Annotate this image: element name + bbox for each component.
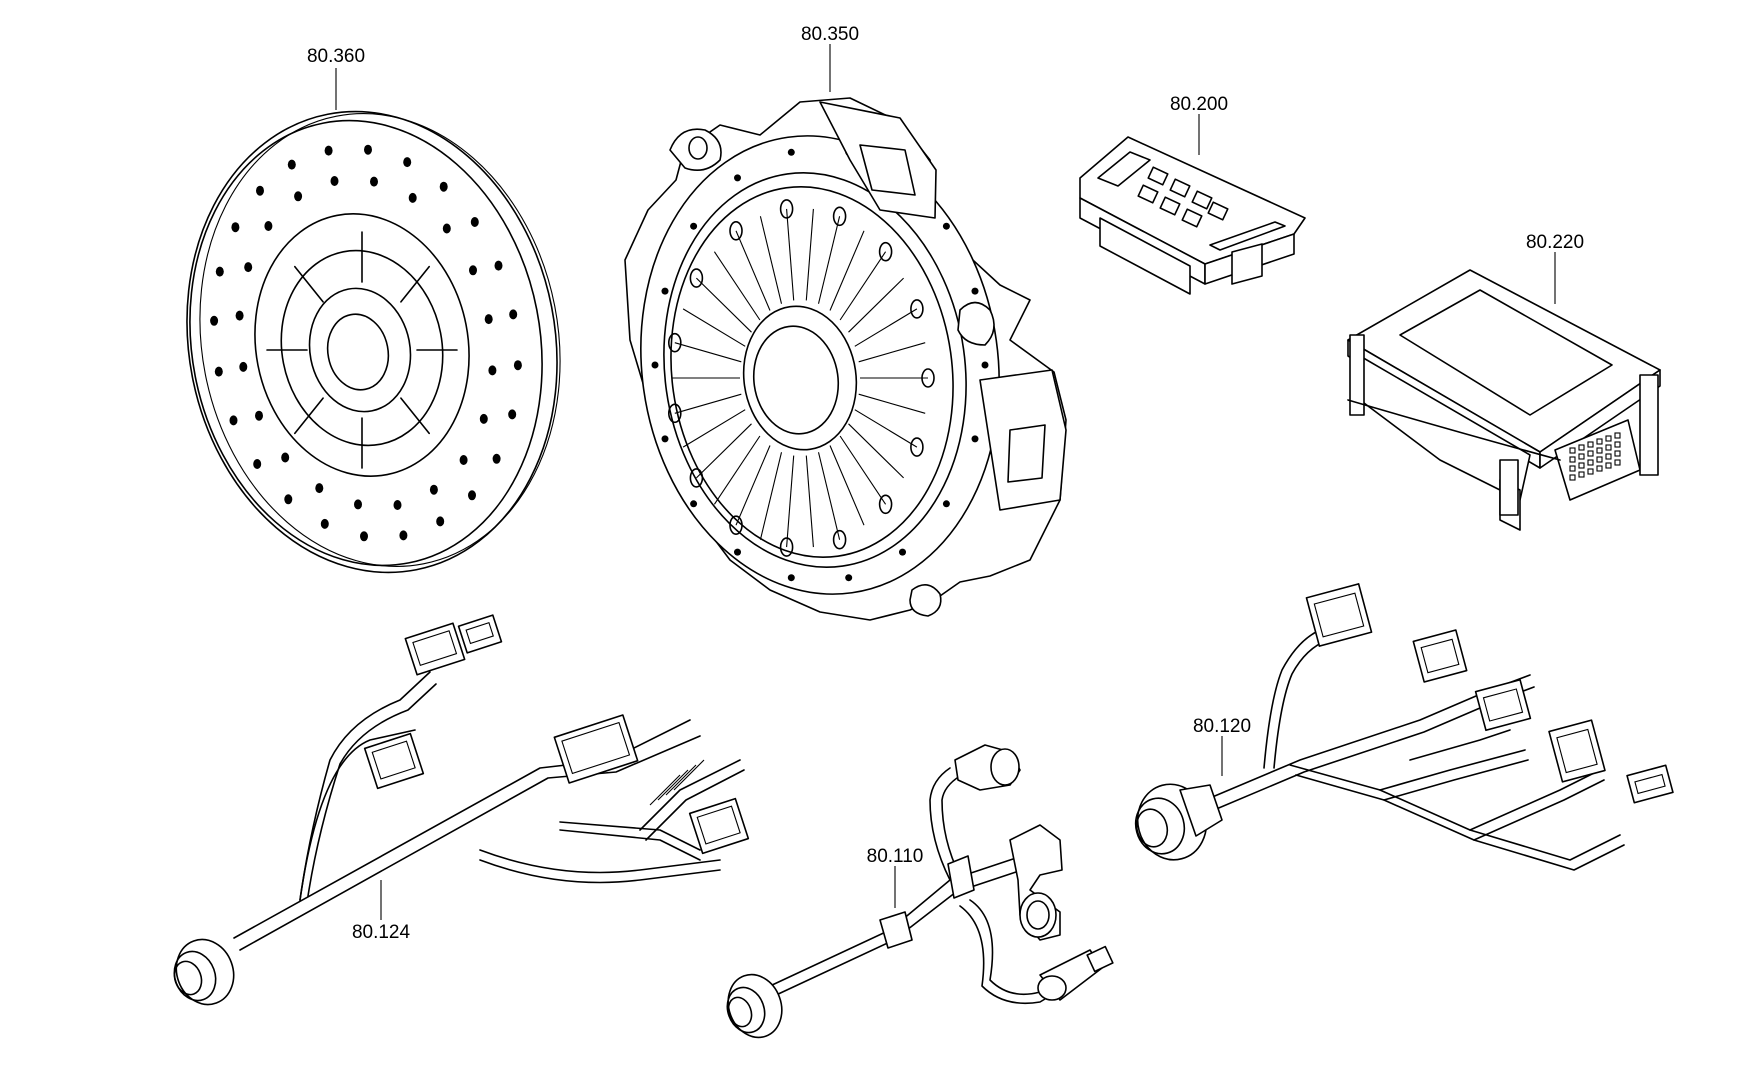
callout-label: 80.220 [1526, 232, 1584, 253]
callout-label: 80.120 [1193, 716, 1251, 737]
wiring-harness-center[interactable] [720, 744, 1114, 1045]
callout-label: 80.350 [801, 24, 859, 45]
callout-80-124: 80.124 [352, 922, 411, 943]
callout-80-220: 80.220 [1526, 232, 1584, 253]
wiring-harness-right[interactable] [1129, 583, 1674, 871]
wiring-harness-left[interactable] [167, 614, 750, 1012]
control-switch-panel[interactable] [1079, 114, 1306, 295]
callout-80-120: 80.120 [1193, 716, 1251, 737]
callout-label: 80.124 [352, 922, 411, 943]
callout-80-110: 80.110 [867, 846, 924, 867]
clutch-disc[interactable] [148, 68, 598, 605]
clutch-pressure-plate[interactable] [612, 44, 1067, 621]
callout-label: 80.360 [307, 46, 365, 67]
control-unit[interactable] [1347, 252, 1661, 531]
callout-80-200: 80.200 [1170, 94, 1228, 115]
callout-label: 80.200 [1170, 94, 1228, 115]
callout-label: 80.110 [867, 846, 924, 867]
callout-80-360: 80.360 [307, 46, 365, 67]
callout-80-350: 80.350 [801, 24, 859, 45]
